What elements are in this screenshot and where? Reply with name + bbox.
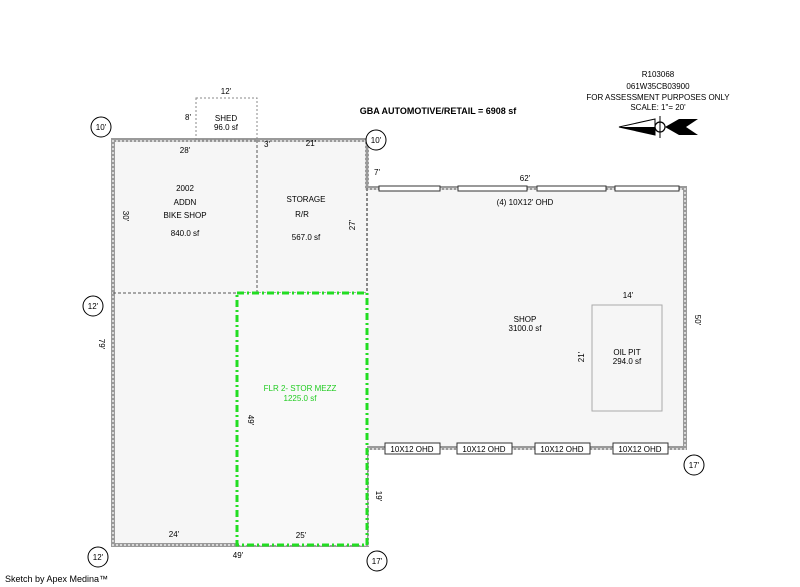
exterior-wall	[111, 138, 687, 547]
dim-mezz-width: 25'	[296, 531, 307, 540]
addn-use: BIKE SHOP	[163, 211, 206, 220]
svg-text:17': 17'	[689, 461, 700, 470]
dim-storage-height: 27'	[348, 219, 357, 230]
ohd-bottom-3-label: 10X12 OHD	[540, 445, 583, 454]
building-fill	[113, 140, 685, 545]
dim-circle-left-mid: 12'	[82, 295, 104, 317]
addn-area: 840.0 sf	[171, 229, 200, 238]
map-number: 061W35CB03900	[626, 82, 690, 91]
dim-shop-height: 50'	[693, 315, 702, 326]
assessment-note: FOR ASSESSMENT PURPOSES ONLY	[586, 93, 730, 102]
dim-bottom-right-height: 19'	[374, 491, 383, 502]
shed-outline	[195, 97, 258, 141]
addn-year: 2002	[176, 184, 194, 193]
oilpit-label: OIL PIT	[613, 348, 640, 357]
dim-circle-top-left: 10'	[90, 116, 112, 138]
dim-mezz-height: 49'	[246, 415, 255, 426]
mezz-label: FLR 2- STOR MEZZ	[264, 384, 337, 393]
scale-label: SCALE: 1"= 20'	[630, 103, 686, 112]
ohd-bottom-1	[384, 442, 441, 455]
dim-shed-width: 12'	[221, 87, 232, 96]
dim-addn-width: 28'	[180, 146, 191, 155]
parcel-id: R103068	[642, 70, 675, 79]
shed-label: SHED	[215, 114, 237, 123]
storage-use: R/R	[295, 210, 309, 219]
svg-text:12': 12'	[88, 302, 99, 311]
svg-text:10': 10'	[96, 123, 107, 132]
dim-shop-step: 7'	[374, 168, 380, 177]
dim-circle-top-mid: 10'	[365, 129, 387, 151]
ohd-top-3	[536, 185, 607, 192]
ohd-bottom-1-label: 10X12 OHD	[390, 445, 433, 454]
dim-shed-height: 8'	[185, 113, 191, 122]
ohd-bottom-4-label: 10X12 OHD	[618, 445, 661, 454]
ohd-bottom-2-label: 10X12 OHD	[462, 445, 505, 454]
ohd-bottom-3	[534, 442, 591, 455]
storage-area: 567.0 sf	[292, 233, 321, 242]
dim-circle-bottom-left: 12'	[87, 546, 109, 568]
dim-left-height: 79'	[97, 339, 106, 350]
ohd-top-4	[614, 185, 680, 192]
north-arrow-icon	[618, 116, 698, 138]
dim-circle-right: 17'	[683, 454, 705, 476]
dim-circle-bottom-mid: 17'	[366, 550, 388, 572]
ohd-bottom-2	[456, 442, 513, 455]
mezzanine-outline	[235, 291, 369, 547]
gba-title: GBA AUTOMOTIVE/RETAIL = 6908 sf	[360, 106, 518, 116]
oil-pit-outline	[591, 304, 663, 412]
footer-credit: Sketch by Apex Medina™	[5, 574, 108, 584]
storage-label: STORAGE	[287, 195, 326, 204]
dim-addn-height: 30'	[121, 211, 130, 222]
mezz-area: 1225.0 sf	[284, 394, 318, 403]
top-doors-label: (4) 10X12' OHD	[497, 198, 554, 207]
addn-label: ADDN	[174, 198, 197, 207]
shop-label: SHOP	[514, 315, 537, 324]
dim-storage-width: 21'	[306, 139, 317, 148]
svg-text:17': 17'	[372, 557, 383, 566]
ohd-top-2	[457, 185, 528, 192]
ohd-top-1	[378, 185, 441, 192]
oilpit-area: 294.0 sf	[613, 357, 642, 366]
dim-bottom-total: 49'	[233, 551, 244, 560]
dim-oilpit-width: 14'	[623, 291, 634, 300]
dim-bottom-left: 24'	[169, 530, 180, 539]
ohd-bottom-4	[612, 442, 669, 455]
shed-area: 96.0 sf	[214, 123, 239, 132]
shop-area: 3100.0 sf	[509, 324, 543, 333]
dim-gap: 3'	[264, 140, 270, 149]
svg-text:10': 10'	[371, 136, 382, 145]
svg-text:12': 12'	[93, 553, 104, 562]
dim-shop-width: 62'	[520, 174, 531, 183]
dim-oilpit-height: 21'	[577, 351, 586, 362]
